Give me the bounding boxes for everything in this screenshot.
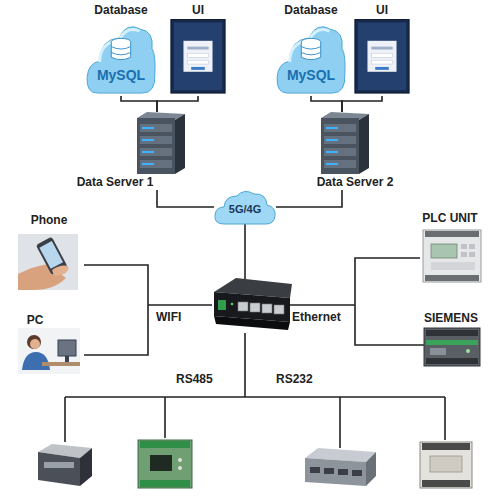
node-text: MySQL [85, 68, 157, 83]
network-cloud: 5G/4G [214, 188, 276, 226]
node-title: SIEMENS [418, 312, 484, 325]
ui-screen: UI [352, 4, 412, 96]
network-link [157, 190, 214, 207]
siemens-node: SIEMENS [418, 312, 484, 368]
uplink-wire [244, 224, 246, 280]
node-title: Database [85, 4, 157, 17]
phone-node: Phone [14, 214, 84, 294]
serial-hub [305, 448, 376, 486]
router-device [214, 278, 292, 330]
plc-node: PLC UNIT [415, 212, 485, 288]
link-label: WIFI [156, 310, 181, 324]
serial-bus-wire [65, 333, 445, 448]
network-link [121, 96, 157, 112]
link-label: Ethernet [292, 310, 341, 324]
node-title: 5G/4G [214, 203, 276, 215]
network-link [157, 96, 198, 112]
network-link [276, 190, 342, 207]
converter-module [420, 442, 472, 488]
database-cloud: DatabaseMySQL [275, 4, 347, 96]
wifi-wire [84, 265, 212, 355]
node-text: MySQL [275, 68, 347, 83]
database-cloud: DatabaseMySQL [85, 4, 157, 96]
node-title: UI [168, 4, 228, 17]
ui-screen [352, 4, 412, 96]
pc-user [14, 314, 84, 376]
pc-node: PC [14, 314, 84, 376]
ethernet-wire [290, 258, 424, 345]
serial-device [38, 444, 92, 486]
network-link [311, 96, 342, 112]
io-module [138, 440, 192, 488]
node-title: Data Server 2 [315, 176, 395, 189]
link-label: RS485 [176, 372, 213, 386]
node-title: UI [352, 4, 412, 17]
server-node: Data Server 2 [305, 112, 400, 190]
network-link [342, 96, 382, 112]
link-label: RS232 [276, 372, 313, 386]
ui-screen [168, 4, 228, 96]
server-node: Data Server 1 [75, 112, 190, 190]
node-title: PLC UNIT [415, 212, 485, 225]
node-title: Data Server 1 [75, 176, 155, 189]
node-title: PC [14, 314, 56, 327]
node-title: Database [275, 4, 347, 17]
ui-screen: UI [168, 4, 228, 96]
node-title: Phone [14, 214, 84, 227]
